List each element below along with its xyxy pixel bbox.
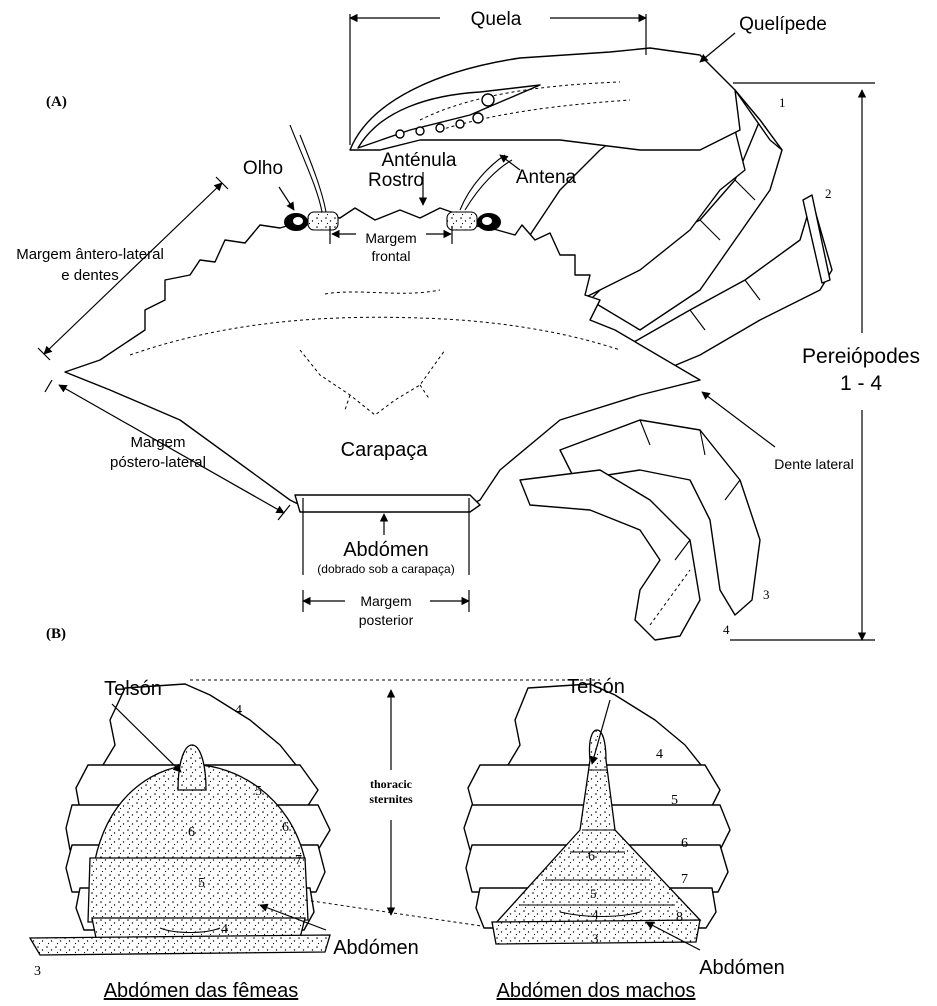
label-margem-frontal-1: Margem (365, 230, 416, 246)
male-plate-num-6: 6 (588, 849, 595, 864)
label-anterolateral-2: e dentes (61, 267, 119, 284)
female-caption: Abdómen das fêmeas (104, 980, 299, 1002)
label-posterolateral-1: Margem (130, 434, 185, 451)
carapace-posterior-band (295, 495, 480, 512)
female-telson-label: Telsón (104, 678, 162, 700)
label-quelipede: Quelípede (739, 14, 827, 35)
female-abdomen-label: Abdómen (333, 937, 419, 959)
sternite-dotted-bottom (305, 900, 495, 928)
male-plate-num-3: 3 (592, 931, 599, 946)
female-num-6: 6 (282, 820, 289, 835)
male-plate-num-4: 4 (592, 907, 599, 922)
label-margem-posterior-1: Margem (360, 593, 411, 609)
thoracic-label-2: sternites (369, 792, 413, 806)
male-telson-label: Telsón (567, 676, 625, 698)
male-num-6: 6 (681, 836, 688, 851)
label-abdomen-note: (dobrado sob a carapaça) (317, 562, 454, 576)
label-rostro: Rostro (368, 170, 424, 191)
label-antenula: Anténula (381, 150, 456, 171)
label-margem-frontal-2: frontal (372, 248, 411, 264)
male-num-8: 8 (676, 910, 683, 925)
label-dente-lateral: Dente lateral (774, 456, 853, 472)
female-plate-num-4: 4 (221, 922, 228, 937)
panel-b: (B) 4 5 6 7 6 5 4 3 Telsón Abdómen Ab (30, 626, 785, 1002)
label-antena: Antena (516, 167, 577, 188)
label-posterolateral-2: póstero-lateral (110, 454, 206, 471)
female-num-4: 4 (235, 703, 242, 718)
leg-number-4: 4 (723, 622, 730, 637)
leg-number-1: 1 (779, 95, 786, 110)
female-num-5: 5 (255, 784, 262, 799)
panel-a-tag: (A) (46, 94, 67, 110)
female-num-7: 7 (295, 853, 302, 868)
leg-number-2: 2 (825, 186, 832, 201)
label-abdomen: Abdómen (343, 539, 429, 561)
female-plate-num-5: 5 (198, 876, 205, 891)
label-olho: Olho (243, 158, 283, 179)
leg-number-3: 3 (763, 587, 770, 602)
label-quela: Quela (471, 9, 522, 30)
male-num-4: 4 (656, 747, 663, 762)
walking-leg-4-paddle (520, 470, 700, 640)
label-pereiopodes-2: 1 - 4 (840, 372, 882, 395)
female-abdomen-plate-3 (30, 935, 330, 955)
panel-a: (A) (16, 9, 920, 640)
panel-b-tag: (B) (46, 626, 66, 642)
female-plate-num-3: 3 (34, 964, 41, 979)
male-caption: Abdómen dos machos (496, 980, 695, 1002)
label-carapaca: Carapaça (341, 439, 429, 461)
claw-propodus (350, 48, 740, 150)
male-plate-num-5: 5 (590, 886, 597, 901)
thoracic-label-1: thoracic (370, 777, 413, 791)
male-num-7: 7 (681, 872, 688, 887)
male-abdomen-drawing (464, 684, 730, 944)
male-num-5: 5 (671, 793, 678, 808)
female-plate-num-6: 6 (188, 825, 195, 840)
male-abdomen-label: Abdómen (699, 957, 785, 979)
label-margem-posterior-2: posterior (359, 612, 414, 628)
label-pereiopodes-1: Pereiópodes (802, 345, 920, 368)
